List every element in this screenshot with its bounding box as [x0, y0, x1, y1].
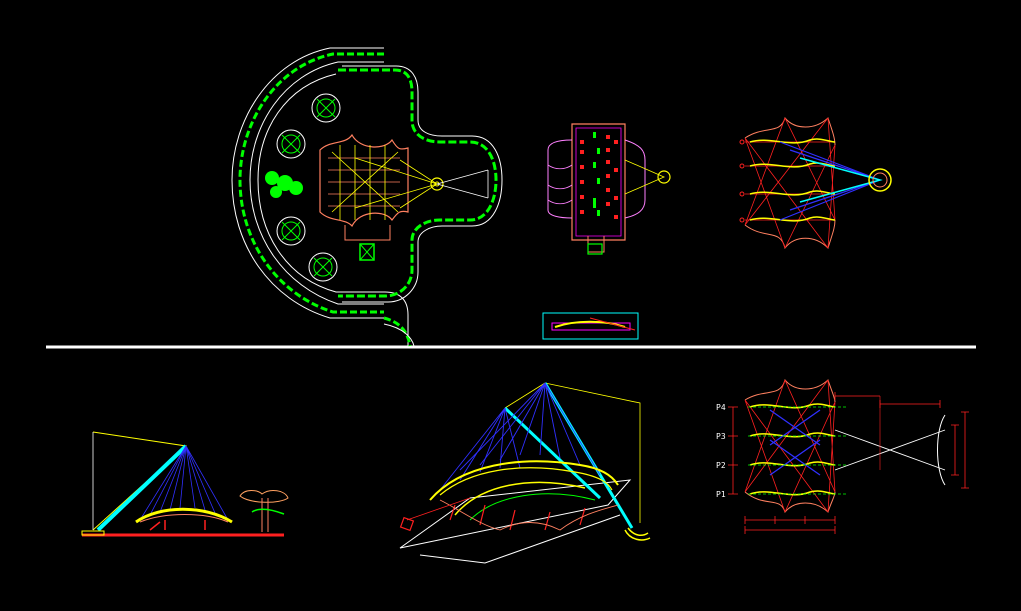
planter-1	[311, 93, 341, 123]
label-p4: P4	[716, 403, 726, 412]
planter-4	[308, 252, 338, 282]
dimensioned-plan: P4 P3 P2 P1	[716, 378, 969, 534]
planter-3	[276, 216, 306, 246]
structure-plan	[739, 116, 892, 250]
tree-cluster	[265, 171, 303, 198]
membrane-plan	[319, 133, 489, 261]
keyplan-box	[542, 312, 639, 340]
site-plan	[231, 47, 503, 347]
elevation-view	[81, 431, 289, 537]
roof-plan	[547, 123, 671, 255]
label-p2: P2	[716, 461, 726, 470]
label-p3: P3	[716, 432, 726, 441]
label-p1: P1	[716, 490, 726, 499]
planter-2	[276, 129, 306, 159]
perspective-view	[399, 382, 651, 564]
elevation-tree	[239, 490, 289, 532]
